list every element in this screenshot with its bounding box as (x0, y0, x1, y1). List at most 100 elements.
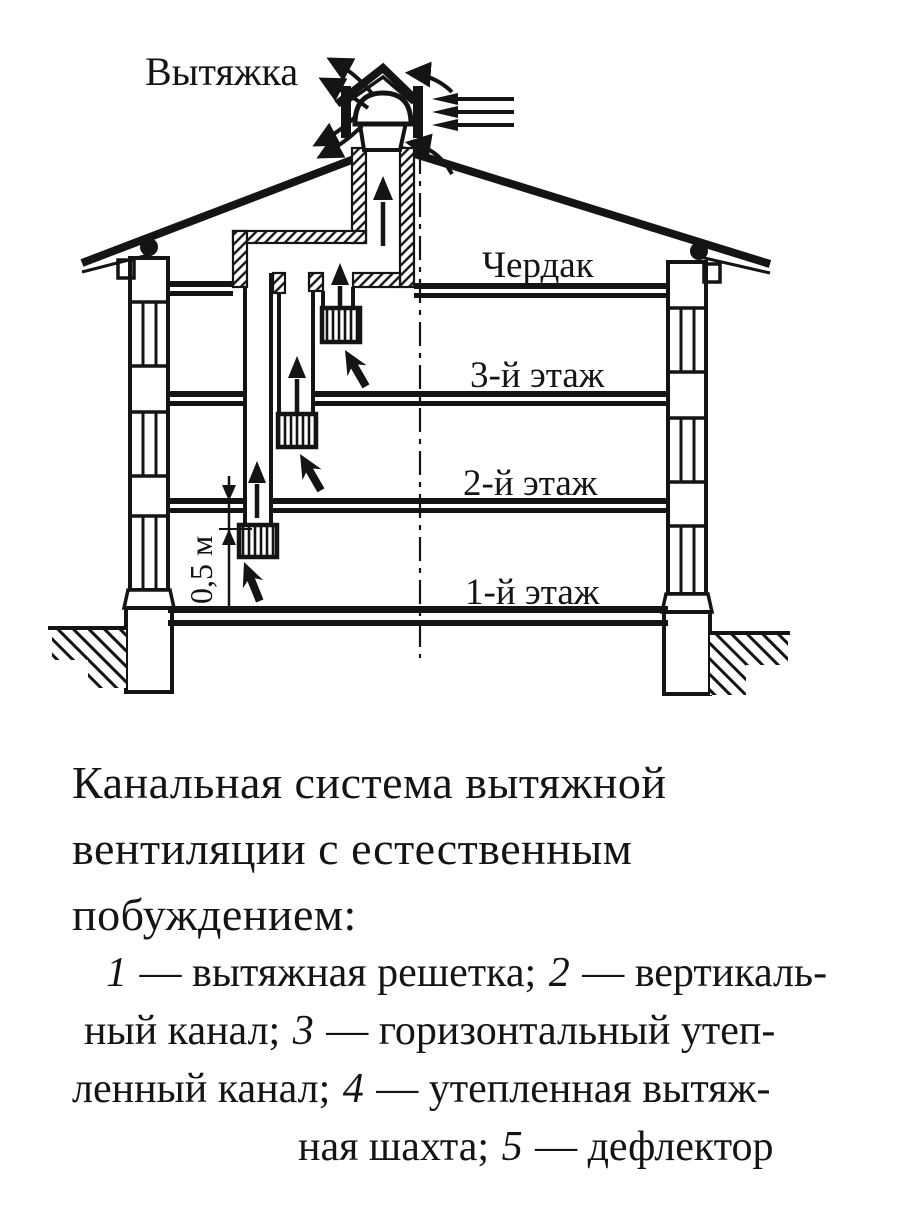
ground-hatch-right (710, 635, 788, 665)
left-column-foundation (124, 606, 174, 694)
figure-legend: 1 — вытяжная решетка; 2 — вертикаль-ный … (70, 944, 860, 1176)
flow-arrows (248, 176, 393, 518)
deflector-cap-inner (344, 74, 415, 105)
horizontal-channel-top (231, 229, 368, 245)
legend-item-text: ленный канал; (72, 1066, 341, 1112)
left-column-base (121, 588, 177, 610)
wind-arrows (432, 93, 514, 131)
exhaust-grille-2nd-floor (275, 411, 319, 450)
dimension-arrow-up (222, 529, 236, 545)
figure-caption-title: Канальная система вытяжной вентиляции с … (72, 750, 812, 948)
flow-arrow-1st (248, 461, 266, 518)
horizontal-channel-left-cap (231, 229, 249, 289)
horizontal-channel-bottom (351, 271, 402, 289)
channel-wall-cap-bc (307, 271, 325, 293)
exhaust-grille-1st-floor (236, 522, 280, 560)
legend-item-number: 1 (106, 950, 127, 996)
legend-item-text: — горизонтальный утеп- (315, 1008, 776, 1054)
caption-title-line: Канальная система вытяжной (72, 757, 667, 808)
slab-ground (168, 606, 668, 613)
label-1st-floor: 1-й этаж (465, 572, 600, 613)
deflector-cap (334, 62, 422, 108)
roof-right-slope (400, 146, 772, 268)
slab-3rd-left (168, 401, 243, 406)
legend-line: ная шахта; 5 — дефлектор (70, 1118, 860, 1176)
right-column-body (666, 260, 708, 596)
label-2nd-floor: 2-й этаж (463, 463, 598, 504)
intake-arrow-3rd (345, 350, 370, 389)
ground-hatch-left-2 (88, 660, 126, 688)
legend-item-text: — утепленная вытяж- (365, 1066, 771, 1112)
attic-slab-right (414, 283, 668, 289)
caption-title-line: побуждением: (72, 889, 357, 940)
legend-item-number: 5 (501, 1124, 523, 1170)
left-column-capital (116, 258, 136, 280)
exhaust-shaft-wall-right (398, 146, 416, 289)
exhaust-shaft-wall-left (350, 146, 368, 245)
legend-item-text: — вытяжная решетка; (129, 950, 547, 996)
label-3rd-floor: 3-й этаж (470, 355, 605, 396)
roof-right-eave-line (699, 255, 771, 275)
wind-arrow-over-cap (404, 61, 454, 94)
deflector-dome (352, 90, 414, 127)
caption-title-line: вентиляции с естественным (72, 823, 633, 874)
right-column (659, 260, 722, 696)
roof-support-joint-right (690, 242, 708, 260)
right-column-foundation (662, 610, 712, 696)
roof-left-slope (80, 152, 364, 267)
slab-3rd-right (315, 401, 668, 406)
legend-line: ленный канал; 4 — утепленная вытяж- (70, 1060, 860, 1118)
left-column (116, 256, 177, 694)
dimension-label: 0,5 м (183, 536, 219, 604)
intake-arrow-2nd (300, 454, 325, 493)
roof (80, 146, 772, 275)
legend-item-number: 4 (342, 1066, 364, 1112)
legend-item-text: ная шахта; (298, 1124, 500, 1170)
insulated-channels (231, 146, 416, 295)
ground-hatch-left (52, 630, 126, 660)
right-column-divisions (668, 306, 706, 528)
slab-2nd-left (168, 498, 243, 504)
left-column-divisions (130, 300, 168, 518)
label-attic: Чердак (482, 245, 595, 286)
ground (48, 626, 790, 695)
dimension-0-5m: 0,5 м (183, 476, 252, 608)
flow-arrow-shaft (373, 176, 393, 246)
slab-ground (168, 620, 668, 626)
dimension-arrow-down (222, 485, 236, 501)
floor-slabs (168, 281, 668, 626)
deflector-baffle-right (413, 86, 423, 138)
exhaust-grille-3rd-floor (319, 305, 363, 345)
exhaust-grilles (236, 305, 363, 560)
flow-arrow-2nd (288, 356, 306, 412)
ground-hatch-right-2 (710, 665, 746, 695)
slab-2nd-right (273, 498, 668, 504)
exhaust-air-arrow-top-1 (326, 57, 376, 98)
left-column-flutes (141, 302, 158, 590)
vertical-channels (243, 273, 355, 527)
legend-item-number: 3 (292, 1008, 314, 1054)
label-vytyazhka: Вытяжка (145, 49, 298, 94)
legend-item-number: 2 (548, 950, 570, 996)
flow-arrow-3rd (331, 263, 349, 307)
attic-slab-left (168, 291, 233, 296)
legend-line: ный канал; 3 — горизонтальный утеп- (70, 1002, 860, 1060)
deflector-air-arrows (312, 57, 514, 175)
legend-item-text: ный канал; (84, 1008, 291, 1054)
legend-item-text: — дефлектор (524, 1124, 774, 1170)
left-column-body (128, 256, 170, 592)
slab-2nd-right (273, 508, 668, 513)
intake-arrow-1st (242, 562, 264, 603)
legend-line: 1 — вытяжная решетка; 2 — вертикаль- (70, 944, 860, 1002)
deflector (334, 62, 423, 152)
slab-3rd-right (315, 391, 668, 397)
slab-2nd-left (168, 508, 243, 513)
wind-arrow-into-mouth (404, 133, 454, 175)
attic-slab-right (414, 293, 668, 298)
exhaust-air-arrow-bottom-2 (312, 114, 358, 147)
right-column-flutes (679, 308, 696, 594)
ventilation-section-diagram: 0,5 м Вытяжка Чердак 3-й этаж 2-й этаж 1… (48, 49, 790, 696)
legend-item-text: — вертикаль- (571, 950, 828, 996)
exhaust-air-arrow-bottom-1 (316, 124, 364, 159)
